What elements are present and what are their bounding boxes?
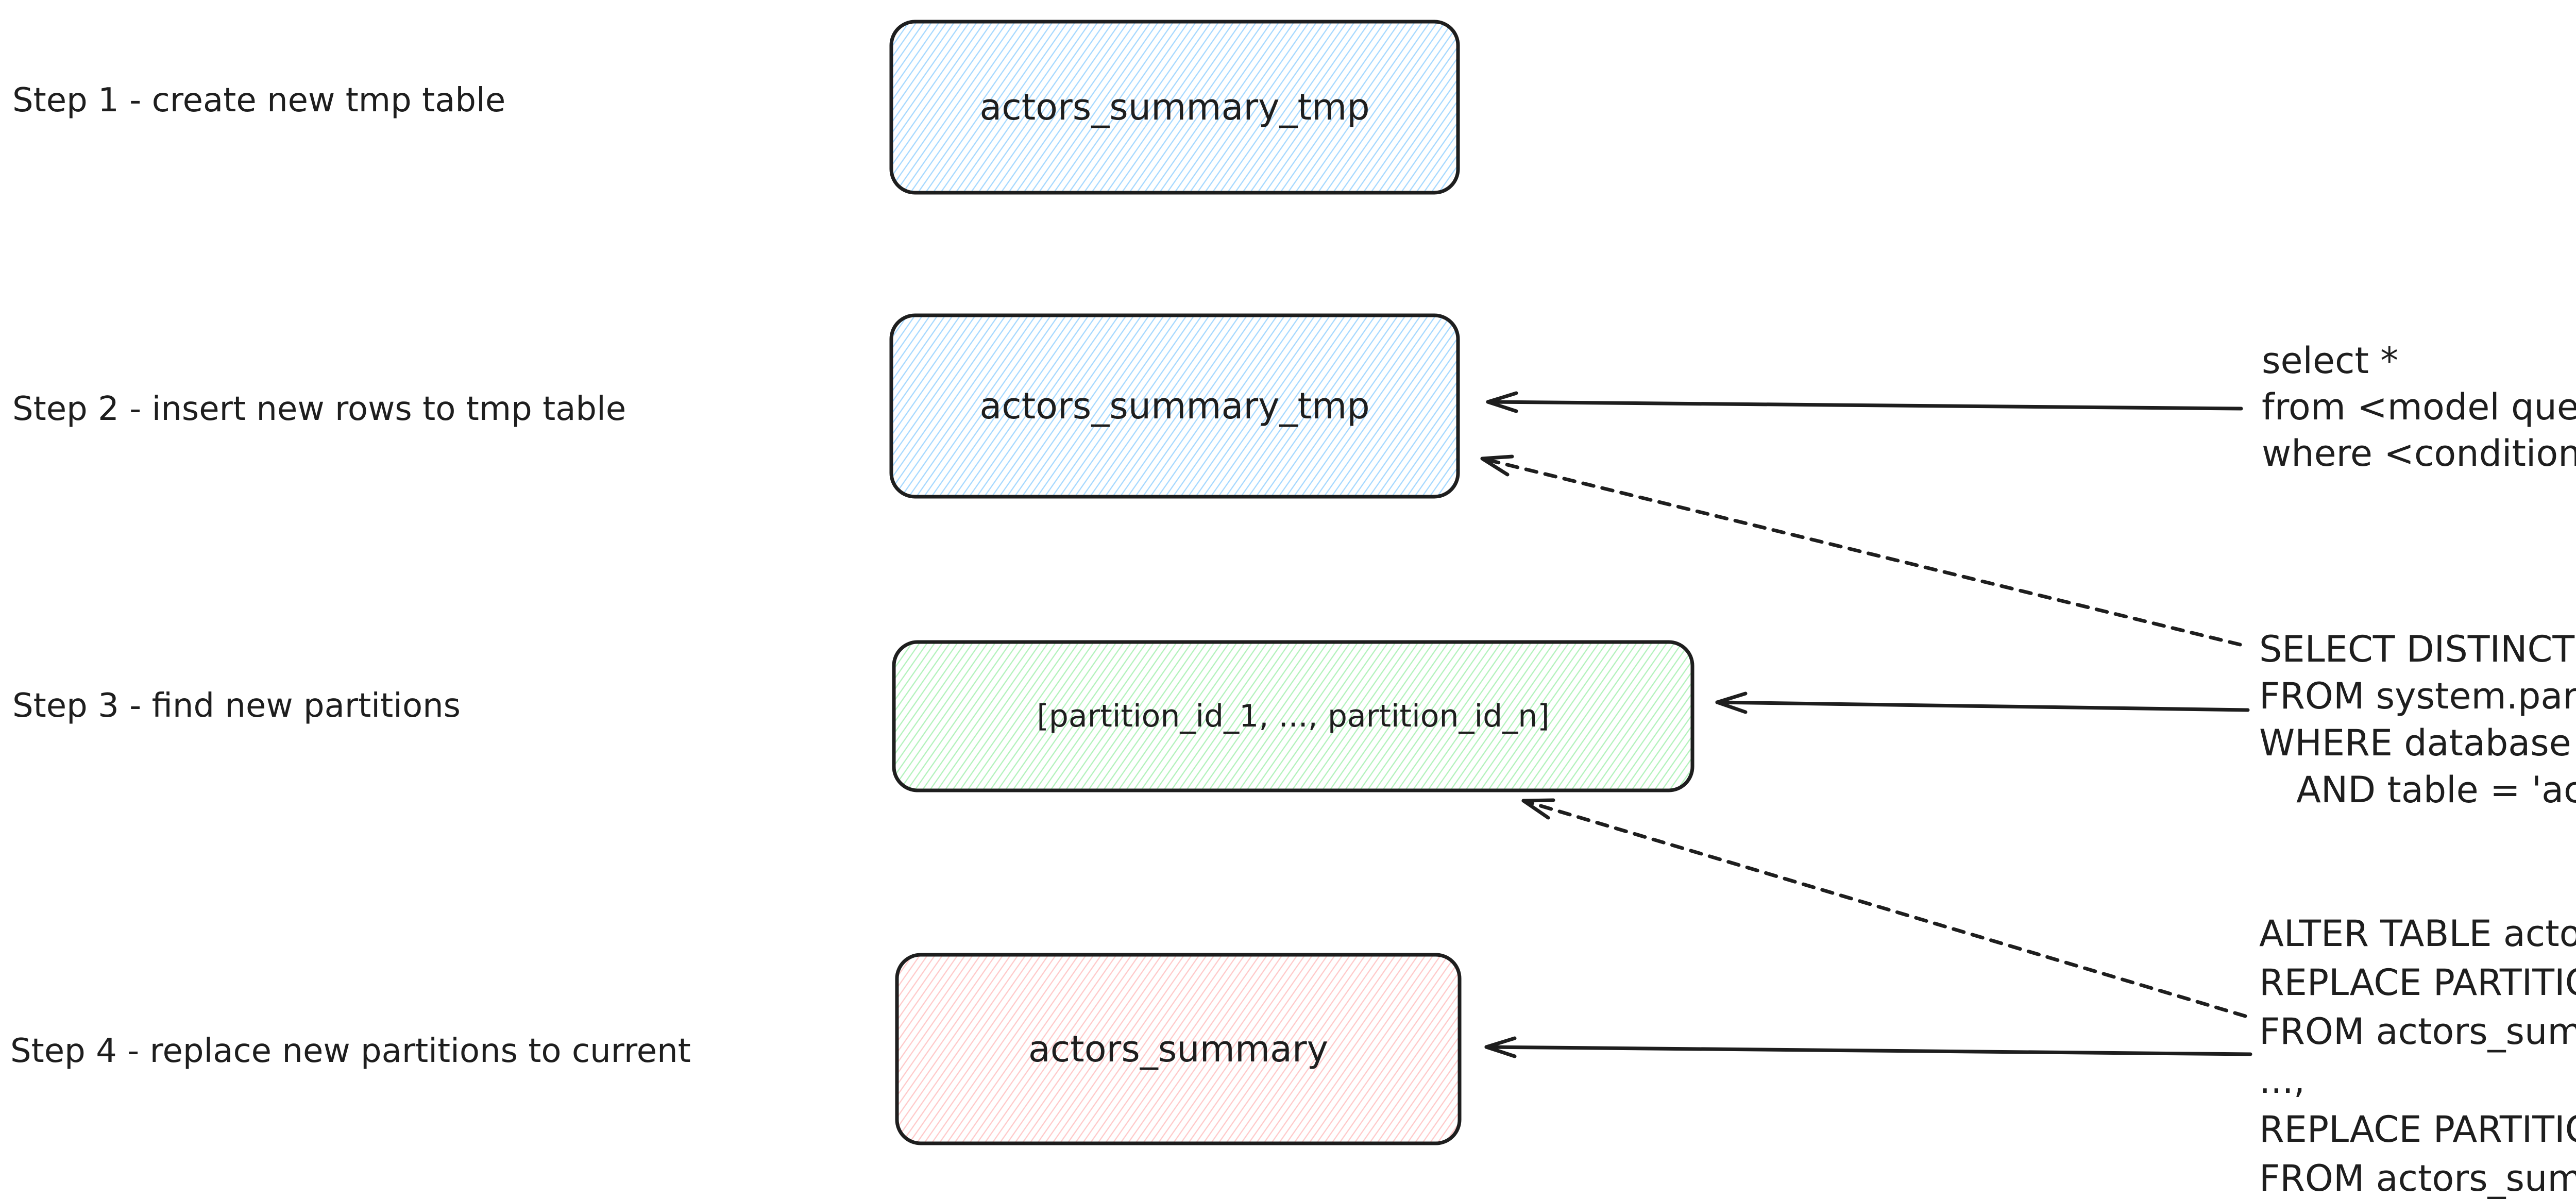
arrow-line bbox=[1521, 799, 2247, 1018]
step4-box-outline bbox=[895, 953, 1462, 1145]
step2-tmp-table-box bbox=[889, 313, 1460, 499]
step1-box-label: actors_summary_tmp bbox=[979, 86, 1370, 128]
replace-query-sql: ALTER TABLE actors_summary REPLACE PARTI… bbox=[2259, 909, 2576, 1199]
step3-box-label: [partition_id_1, ..., partition_id_n] bbox=[1037, 698, 1550, 734]
dashed-arrow-partitions-query-to-tmp-table bbox=[1480, 454, 2242, 647]
arrow-line bbox=[1715, 700, 2250, 712]
step2-label: Step 2 - insert new rows to tmp table bbox=[12, 390, 626, 428]
arrowhead bbox=[1484, 1045, 1517, 1058]
sql-line: where <condition to identify new> bbox=[2262, 432, 2576, 475]
step3-box-outline bbox=[892, 640, 1694, 792]
arrow-line bbox=[1480, 457, 2242, 647]
step4-label: Step 4 - replace new partitions to curre… bbox=[10, 1032, 691, 1070]
step1-box-outline bbox=[889, 20, 1460, 195]
sql-line: ..., bbox=[2259, 1059, 2306, 1102]
insert-query-sql: select * from <model query> where <condi… bbox=[2262, 337, 2576, 477]
arrowhead bbox=[1715, 700, 1748, 714]
sql-line: select * bbox=[2262, 340, 2399, 382]
sql-line: FROM system.parts bbox=[2259, 675, 2576, 717]
arrowhead bbox=[1486, 391, 1518, 404]
partitions-query-sql: SELECT DISTINCT partition_id FROM system… bbox=[2259, 626, 2576, 814]
sql-line: REPLACE PARTITION partition_id_n bbox=[2259, 1108, 2576, 1151]
arrowhead bbox=[1480, 454, 1514, 461]
arrowhead bbox=[1521, 799, 1550, 820]
sql-line: WHERE database = <database> bbox=[2259, 722, 2571, 764]
sql-line: REPLACE PARTITION partition_id_1 bbox=[2259, 961, 2576, 1004]
sql-line: ALTER TABLE actors_summary bbox=[2259, 913, 2576, 955]
arrowhead bbox=[1480, 457, 1510, 477]
sql-line: FROM actors_summary_tmp, bbox=[2259, 1010, 2576, 1053]
arrow-line bbox=[1486, 400, 2243, 411]
arrow-insert-query-to-tmp-table bbox=[1486, 391, 2243, 413]
step2-box-label: actors_summary_tmp bbox=[979, 385, 1370, 427]
dashed-arrow-replace-query-to-partitions-box bbox=[1521, 798, 2247, 1018]
step1-label: Step 1 - create new tmp table bbox=[12, 81, 506, 120]
arrowhead bbox=[1486, 400, 1518, 413]
step3-partitions-box bbox=[892, 640, 1694, 792]
step1-tmp-table-box bbox=[889, 20, 1460, 195]
arrow-replace-query-to-summary-box bbox=[1484, 1036, 2252, 1058]
sql-line: FROM actors_summary_tmp, bbox=[2259, 1157, 2576, 1199]
arrowhead bbox=[1715, 691, 1748, 704]
sql-line: SELECT DISTINCT partition_id bbox=[2259, 628, 2575, 670]
step4-box-label: actors_summary bbox=[1028, 1028, 1329, 1070]
arrow-line bbox=[1484, 1045, 2252, 1056]
step4-summary-box bbox=[895, 953, 1462, 1145]
sql-line: AND table = 'actors_summary_tmp' bbox=[2296, 769, 2576, 811]
arrowhead bbox=[1521, 798, 1555, 803]
sql-line: from <model query> bbox=[2262, 386, 2576, 428]
step2-box-outline bbox=[889, 313, 1460, 499]
arrowhead bbox=[1484, 1036, 1517, 1049]
step3-label: Step 3 - find new partitions bbox=[12, 687, 461, 725]
arrow-partitions-query-to-partitions-box bbox=[1715, 691, 2250, 714]
